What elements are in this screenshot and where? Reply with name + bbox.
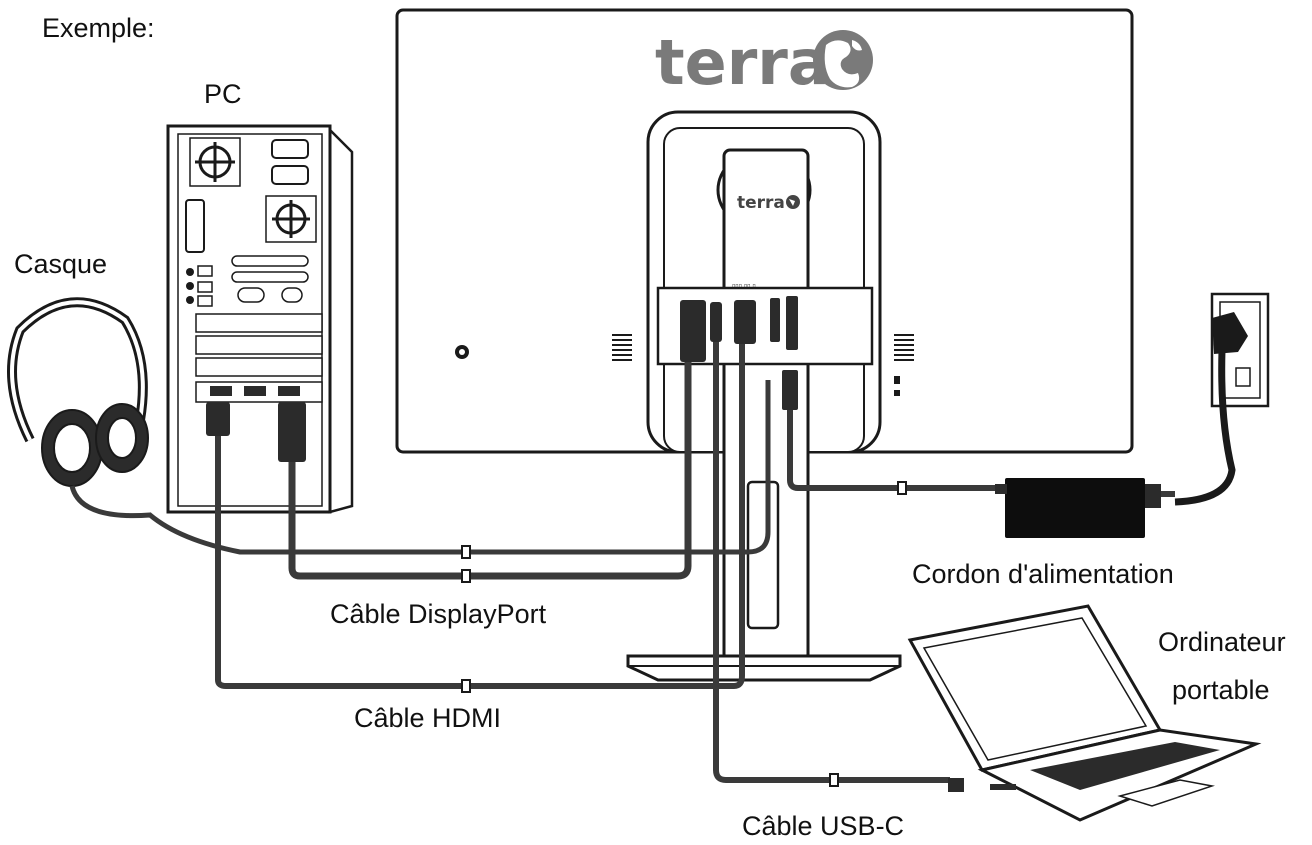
globe-icon (813, 30, 873, 90)
cable-usbc (713, 342, 950, 783)
vent-left (612, 334, 632, 361)
usbc-cable-label: Câble USB-C (742, 811, 905, 841)
power-adapter (995, 478, 1161, 538)
vent-right (894, 334, 914, 361)
pc-tower (166, 124, 354, 514)
monitor-logo-text: terra (655, 26, 830, 99)
wall-socket (1174, 292, 1270, 506)
headset (7, 297, 149, 487)
monitor-rear: terra terra ▯▯▯ ▯▯ ▯ (395, 8, 1134, 682)
laptop-label-line1: Ordinateur (1158, 627, 1286, 657)
displayport-cable-label: Câble DisplayPort (330, 599, 547, 629)
cable-displayport (288, 362, 692, 580)
svg-text:▯▯▯ ▯▯ ▯: ▯▯▯ ▯▯ ▯ (732, 283, 756, 290)
laptop (907, 604, 1262, 822)
example-label: Exemple: (42, 13, 155, 43)
laptop-label-line2: portable (1172, 675, 1270, 705)
pc-label: PC (204, 79, 242, 109)
cable-break-marks (461, 481, 907, 787)
neck-logo-text: terra (737, 193, 785, 213)
hdmi-cable-label: Câble HDMI (354, 703, 502, 733)
cable-headset (69, 380, 771, 555)
headset-label: Casque (14, 249, 108, 279)
cable-hdmi (215, 344, 745, 689)
power-cord-label: Cordon d'alimentation (912, 559, 1174, 589)
